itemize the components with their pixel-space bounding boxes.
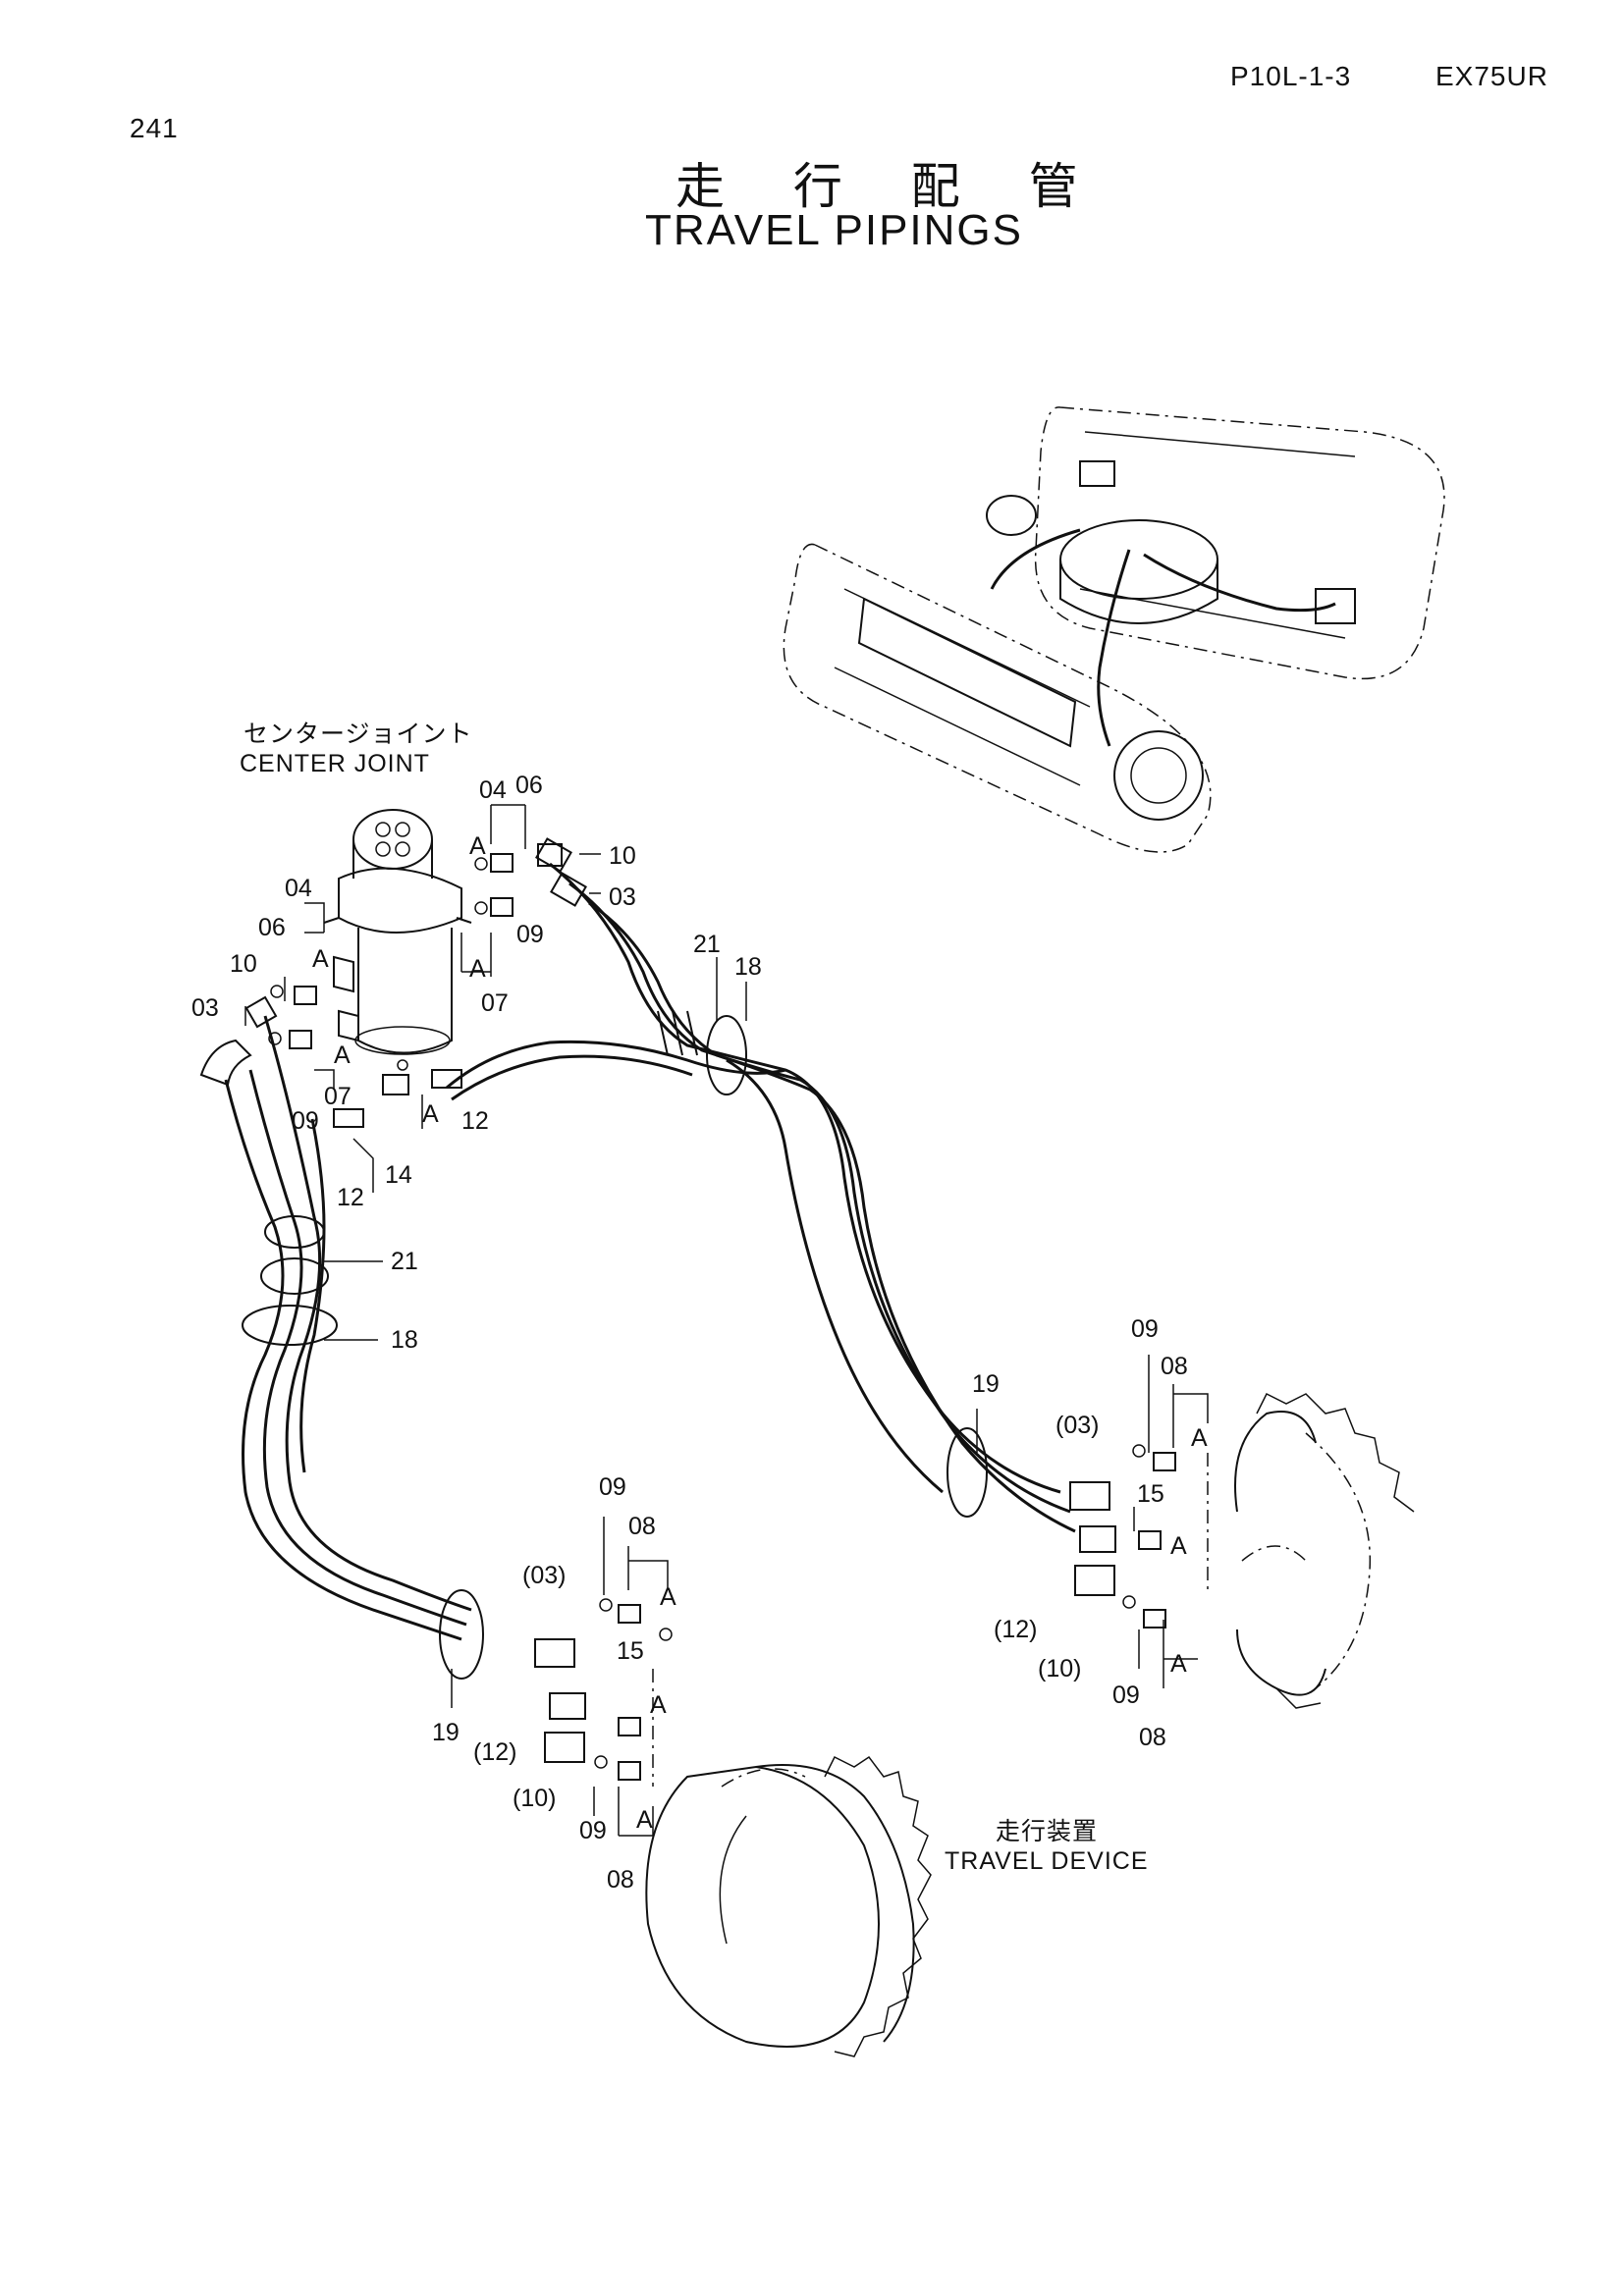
callout-a: A: [650, 1691, 667, 1719]
callout-a: A: [469, 955, 486, 983]
travel-device-label-en: TRAVEL DEVICE: [945, 1847, 1149, 1875]
center-joint-label-en: CENTER JOINT: [240, 750, 430, 777]
callout-15: 15: [1137, 1480, 1164, 1508]
callout-19: 19: [972, 1370, 1000, 1398]
callout-08: 08: [628, 1513, 656, 1540]
leader-lines: [244, 804, 1209, 1837]
callout-06: 06: [258, 914, 286, 941]
callout-12: 12: [461, 1107, 489, 1135]
callout-12-reference: (12): [994, 1616, 1037, 1643]
callout-a: A: [1191, 1424, 1208, 1452]
callout-12-reference: (12): [473, 1738, 516, 1766]
callout-10-reference: (10): [513, 1785, 556, 1812]
callout-a: A: [312, 945, 329, 973]
callout-18: 18: [734, 953, 762, 981]
travel-device-lower: [645, 1669, 932, 2057]
callout-03: 03: [191, 994, 219, 1022]
callout-07: 07: [324, 1083, 352, 1110]
callout-18: 18: [391, 1326, 418, 1354]
callout-a: A: [1170, 1650, 1187, 1678]
callouts: 04 06 A 10 03 A 09 07 21 18 04 06 A 10 0…: [191, 772, 1208, 1894]
callout-21: 21: [693, 931, 721, 958]
page-title-english: TRAVEL PIPINGS: [645, 206, 1023, 254]
callout-09: 09: [599, 1473, 626, 1501]
callout-09: 09: [1131, 1315, 1159, 1343]
callout-07: 07: [481, 989, 509, 1017]
callout-a: A: [469, 832, 486, 860]
callout-a: A: [334, 1041, 351, 1069]
center-joint-drawing: [323, 809, 472, 1071]
callout-a: A: [422, 1100, 439, 1128]
undercarriage-overview: [783, 406, 1445, 853]
travel-device-near-fittings: [534, 1598, 673, 1781]
callout-10: 10: [230, 950, 257, 978]
travel-device-far-fittings: [1069, 1444, 1176, 1629]
callout-06: 06: [515, 772, 543, 799]
catalog-reference: P10L-1-3: [1230, 61, 1352, 91]
center-joint-label-jp: センタージョイント: [243, 721, 473, 748]
callout-10-reference: (10): [1038, 1655, 1081, 1682]
travel-device-label-jp: 走行装置: [996, 1818, 1099, 1845]
callout-09: 09: [1112, 1682, 1140, 1709]
callout-a: A: [1170, 1532, 1187, 1560]
hose-clamps: [242, 1010, 988, 1680]
callout-a: A: [660, 1583, 676, 1611]
page-title-japanese: 走 行 配 管: [676, 159, 1106, 214]
callout-08: 08: [1161, 1353, 1188, 1380]
callout-04: 04: [285, 875, 312, 902]
center-joint-fittings: [268, 843, 563, 1128]
callout-10: 10: [609, 842, 636, 870]
travel-device-right: [1207, 1392, 1415, 1709]
page-number: 241: [130, 113, 179, 143]
callout-09: 09: [516, 921, 544, 948]
callout-03-reference: (03): [522, 1562, 566, 1589]
callout-08: 08: [1139, 1724, 1166, 1751]
callout-09: 09: [292, 1107, 319, 1135]
callout-a: A: [636, 1806, 653, 1834]
callout-19: 19: [432, 1719, 460, 1746]
callout-03: 03: [609, 883, 636, 911]
callout-08: 08: [607, 1866, 634, 1894]
callout-21: 21: [391, 1248, 418, 1275]
callout-09: 09: [579, 1817, 607, 1844]
callout-12: 12: [337, 1184, 364, 1211]
callout-04: 04: [479, 776, 507, 804]
model-number: EX75UR: [1435, 61, 1548, 91]
callout-15: 15: [617, 1637, 644, 1665]
callout-14: 14: [385, 1161, 412, 1189]
hose-bundles: [199, 837, 1076, 1641]
callout-03-reference: (03): [1055, 1412, 1099, 1439]
